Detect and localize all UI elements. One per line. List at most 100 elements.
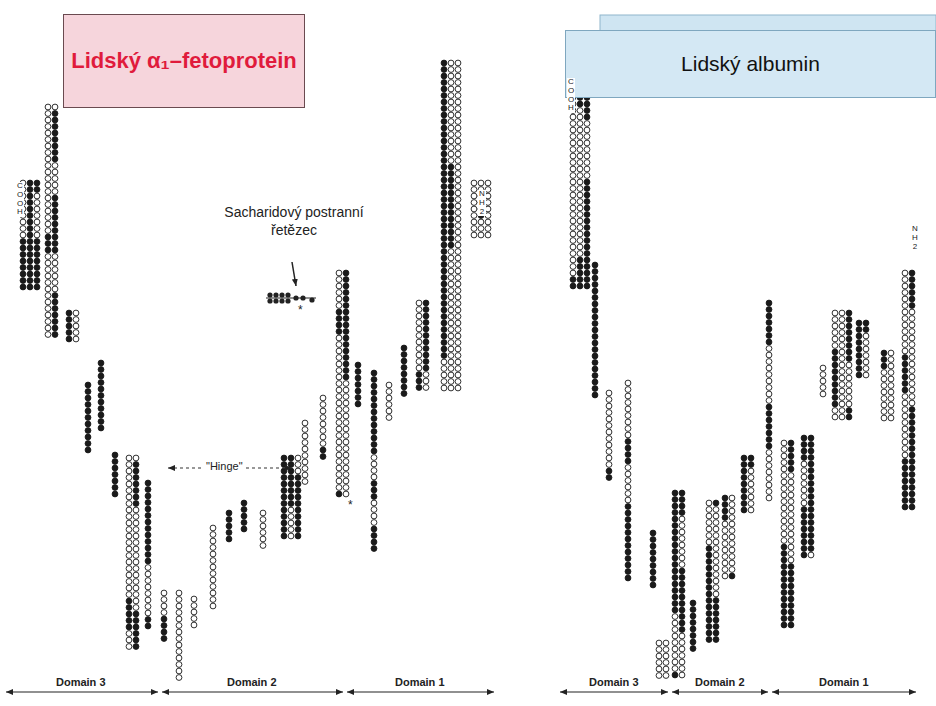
residue-dot: [808, 494, 814, 500]
residue-dot: [741, 488, 747, 494]
residue-dot: [66, 336, 72, 342]
residue-dot: [902, 309, 908, 315]
residue-dot: [909, 277, 915, 283]
residue-dot: [455, 80, 461, 86]
residue-dot: [808, 552, 814, 558]
residue-dot: [241, 507, 247, 513]
residue-dot: [441, 93, 447, 99]
residue-dot: [455, 288, 461, 294]
residue-dot: [902, 316, 908, 322]
residue-dot: [766, 398, 772, 404]
annotation-label: *: [298, 303, 303, 317]
residue-dot: [455, 340, 461, 346]
residue-dot: [145, 623, 151, 629]
residue-dot: [909, 413, 915, 419]
residue-dot: [801, 468, 807, 474]
residue-dot: [679, 646, 685, 652]
residue-dot: [672, 646, 678, 652]
residue-dot: [820, 385, 826, 391]
residue-dot: [788, 531, 794, 537]
residue-dot: [161, 590, 167, 596]
residue-dot: [441, 125, 447, 131]
residue-dot: [729, 502, 735, 508]
residue-dot: [145, 500, 151, 506]
residue-dot: [766, 359, 772, 365]
residue-dot: [126, 644, 132, 650]
residue-dot: [856, 372, 862, 378]
residue-dot: [455, 359, 461, 365]
residue-dot: [625, 406, 631, 412]
residue-dot: [371, 526, 377, 532]
residue-dot: [846, 369, 852, 375]
residue-dot: [788, 512, 794, 518]
residue-dot: [336, 322, 342, 328]
residue-dot: [592, 373, 598, 379]
residue-dot: [45, 241, 51, 247]
residue-dot: [766, 385, 772, 391]
residue-dot: [722, 547, 728, 553]
residue-dot: [448, 327, 454, 333]
residue-dot: [343, 485, 349, 491]
residue-dot: [846, 343, 852, 349]
residue-dot: [133, 618, 139, 624]
residue-dot: [625, 497, 631, 503]
residue-dot: [416, 339, 422, 345]
residue-dot: [650, 537, 656, 543]
residue-dot: [448, 340, 454, 346]
residue-dot: [781, 603, 787, 609]
residue-dot: [625, 543, 631, 549]
residue-dot: [336, 355, 342, 361]
residue-dot: [281, 527, 287, 533]
residue-dot: [126, 592, 132, 598]
residue-dot: [781, 466, 787, 472]
residue-dot: [781, 544, 787, 550]
residue-dot: [45, 163, 51, 169]
residue-dot: [679, 672, 685, 678]
residue-dot: [45, 234, 51, 240]
residue-dot: [584, 160, 590, 166]
residue-dot: [45, 195, 51, 201]
residue-dot: [625, 517, 631, 523]
residue-dot: [766, 378, 772, 384]
residue-dot: [781, 453, 787, 459]
residue-dot: [126, 488, 132, 494]
residue-dot: [902, 387, 908, 393]
residue-dot: [126, 631, 132, 637]
residue-dot: [145, 552, 151, 558]
residue-dot: [478, 232, 484, 238]
residue-dot: [584, 270, 590, 276]
residue-dot: [448, 197, 454, 203]
residue-dot: [210, 551, 216, 557]
residue-dot: [592, 379, 598, 385]
residue-dot: [881, 396, 887, 402]
residue-dot: [112, 465, 118, 471]
residue-dot: [455, 125, 461, 131]
residue-dot: [584, 218, 590, 224]
residue-dot: [441, 385, 447, 391]
residue-dot: [713, 611, 719, 617]
residue-dot: [706, 526, 712, 532]
residue-dot: [625, 556, 631, 562]
residue-dot: [336, 439, 342, 445]
residue-dot: [722, 515, 728, 521]
residue-dot: [570, 127, 576, 133]
residue-dot: [788, 518, 794, 524]
residue-dot: [781, 440, 787, 446]
residue-dot: [781, 460, 787, 466]
residue-dot: [145, 584, 151, 590]
residue-dot: [423, 333, 429, 339]
residue-dot: [176, 655, 182, 661]
residue-dot: [210, 603, 216, 609]
residue-dot: [145, 597, 151, 603]
residue-dot: [52, 163, 58, 169]
residue-dot: [133, 481, 139, 487]
residue-dot: [52, 325, 58, 331]
residue-dot: [722, 534, 728, 540]
residue-dot: [448, 314, 454, 320]
residue-dot: [448, 210, 454, 216]
residue-dot: [448, 372, 454, 378]
residue-dot: [788, 577, 794, 583]
residue-dot: [679, 503, 685, 509]
residue-dot: [281, 507, 287, 513]
residue-dot: [423, 326, 429, 332]
